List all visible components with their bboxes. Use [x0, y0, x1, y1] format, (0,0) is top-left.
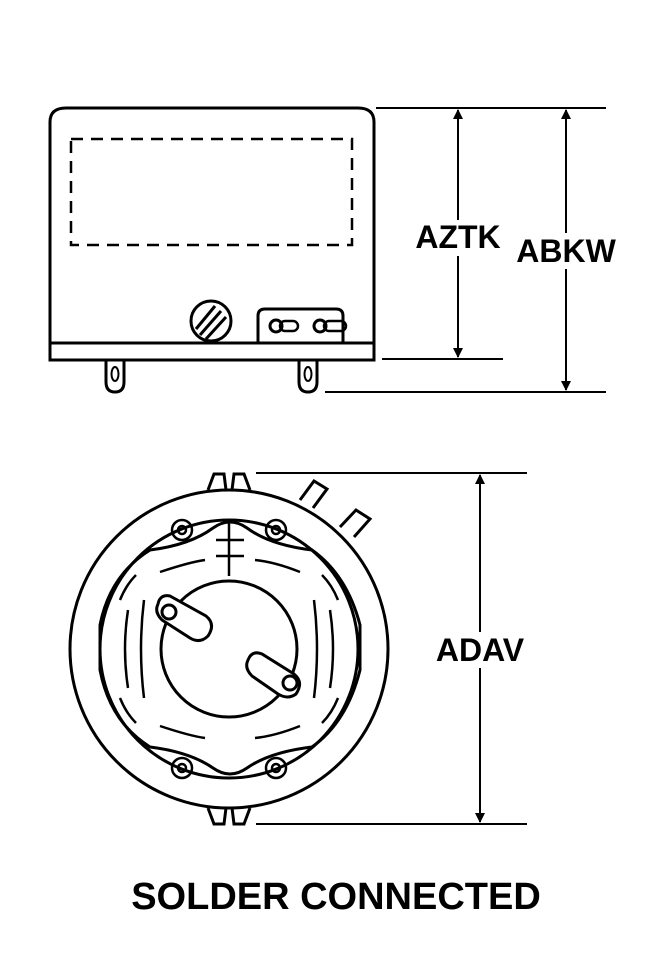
- dimension-label-abkw: ABKW: [516, 233, 616, 269]
- angled-pin-lower: [338, 508, 373, 538]
- base-plate: [48, 341, 376, 362]
- central-hub: [159, 579, 299, 719]
- wiper-arm-lower: [245, 651, 301, 699]
- winding-segments: [118, 558, 340, 740]
- angled-pin-upper: [298, 478, 330, 509]
- mounting-screws: [170, 518, 288, 780]
- nameplate-outline: [69, 137, 354, 247]
- clamp-plate: [98, 520, 362, 776]
- outer-body: [68, 488, 390, 810]
- dimension-label-adav: ADAV: [436, 632, 525, 668]
- mounting-lug-left: [104, 360, 126, 394]
- index-mark: [216, 522, 244, 576]
- top-lug: [206, 472, 252, 491]
- mounting-lug-right: [297, 360, 319, 394]
- wiper-arm-upper: [155, 594, 213, 643]
- top-view: [68, 472, 390, 826]
- dimension-label-aztk: AZTK: [415, 219, 500, 255]
- terminal-block: [256, 307, 348, 343]
- adjustment-knob: [189, 299, 233, 343]
- side-view: [48, 106, 376, 394]
- housing-outline: [48, 106, 376, 343]
- bottom-lug: [206, 807, 252, 826]
- drawing-caption: SOLDER CONNECTED: [131, 876, 541, 918]
